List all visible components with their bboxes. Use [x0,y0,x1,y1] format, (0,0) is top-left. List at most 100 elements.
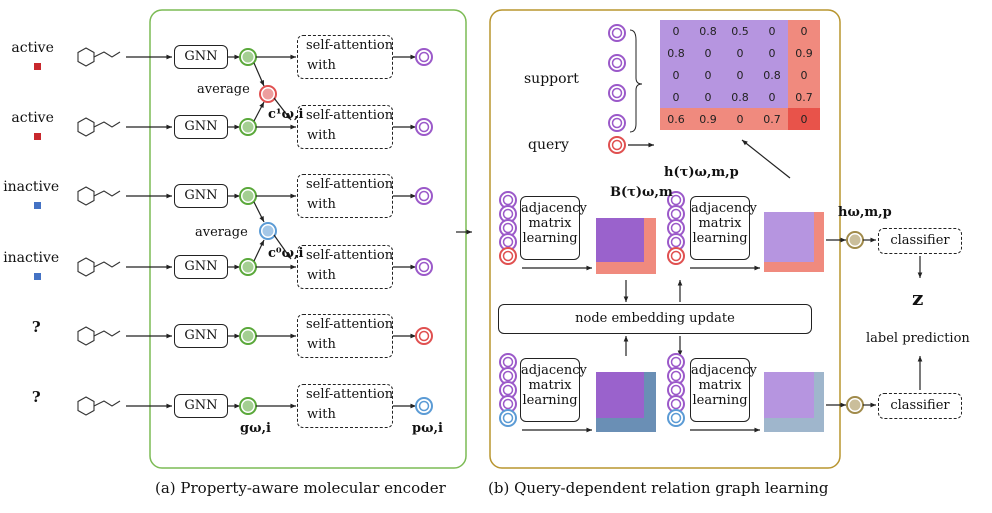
matrix-value: 0.8 [763,69,781,82]
arrow-head [234,124,240,130]
matrix-cell [788,64,820,86]
adjacency-matrix-lower-right-col [814,372,824,432]
matrix-cell [788,20,820,42]
lower-left-stack-node-inner [502,398,514,410]
matrix-cell [756,42,788,64]
self-attention-label: self-attention [306,108,394,123]
graph-embedding-node-inner [242,400,254,412]
matrix-cell [756,86,788,108]
arrow-head [917,272,923,278]
with-label: with [307,268,336,283]
adjacency-matrix-upper-right-row [764,262,824,272]
arrow-head [290,403,296,409]
output-embedding-node-inner [418,190,430,202]
query-embedding-node-lower-inner [849,399,861,411]
gnn-box-2: GNN [174,184,228,208]
matrix-value: 0.8 [699,25,717,38]
lower-left-stack-last-node-inner [502,412,514,424]
matrix-cell [692,86,724,108]
matrix-cell [692,42,724,64]
lower-right-stack-last-node-inner [670,412,682,424]
graph-embedding-node-inner [242,330,254,342]
graph-embedding-node-inner [242,190,254,202]
arrow-head [840,237,846,243]
matrix-value: 0.9 [699,113,717,126]
B-label: B(τ)ω,m [610,185,673,200]
self-attention-label: self-attention [306,177,394,192]
arrow-head [754,427,760,433]
matrix-value: 0 [769,91,776,104]
molecule-1 [77,117,121,137]
matrix-cell [788,108,820,130]
self-attention-label: self-attention [306,387,394,402]
adjacency-box-lower-right: adjacency matrix learning [690,358,757,422]
gnn-box-5: GNN [174,394,228,418]
arrow-head [285,114,291,120]
row-label-4: ? [31,318,41,336]
matrix-cell [756,108,788,130]
matrix-cell [756,20,788,42]
lower-right-stack-node-inner [670,356,682,368]
arrow-head [840,402,846,408]
support-node-inner [611,117,623,129]
with-label: with [307,407,336,422]
benzene-ring [77,326,95,346]
matrix-cell [724,64,756,86]
p-label: pω,i [412,421,443,436]
self-attention-box-1 [297,105,393,149]
upper-right-stack-last-node-inner [670,250,682,262]
matrix-value: 0.8 [667,47,685,60]
upper-left-stack-node-inner [502,208,514,220]
arrow-head [466,229,472,235]
benzene-ring [77,257,95,277]
average-node-active-inner [262,88,274,100]
lower-left-stack-node-inner [502,370,514,382]
molecule-0 [77,47,121,67]
upper-right-stack-node-inner [670,222,682,234]
lower-right-stack-node-inner [670,384,682,396]
self-attention-label: self-attention [306,38,394,53]
class-marker-3 [34,273,41,280]
adjacency-matrix-lower-left [596,372,644,418]
caption-relation: (b) Query-dependent relation graph learn… [488,479,829,497]
arrow-head [290,264,296,270]
class-marker-1 [34,133,41,140]
upper-right-stack-node-inner [670,236,682,248]
upper-left-stack-last-node-inner [502,250,514,262]
adjacency-matrix-upper-right-col [814,212,824,270]
arrow-head [166,54,172,60]
arrow-head [870,237,876,243]
matrix-value: 0 [737,47,744,60]
relation-panel-border [489,9,841,469]
arrow-head [290,193,296,199]
gnn-box-1: GNN [174,115,228,139]
gnn-box-0: GNN [174,45,228,69]
encoder-panel-border [149,9,467,469]
lower-right-stack-node-inner [670,370,682,382]
matrix-value: 0 [673,69,680,82]
arrow-to-matrix [741,139,791,179]
arrow-head [234,193,240,199]
molecule-bond [93,51,121,58]
node-embedding-update-box: node embedding update [498,304,812,334]
arrow-head [166,124,172,130]
matrix-cell [660,86,692,108]
c1-label: c¹ω,i [268,107,304,122]
h-tau-label: h(τ)ω,m,p [664,165,739,180]
arrow-head [166,193,172,199]
upper-right-stack-node-inner [670,208,682,220]
arrow-head [410,333,416,339]
benzene-ring [77,47,95,67]
benzene-ring [77,186,95,206]
matrix-value: 0.5 [731,25,749,38]
arrow-head [410,193,416,199]
matrix-value: 0 [705,69,712,82]
arrow-head [234,333,240,339]
molecule-bond [93,261,121,268]
benzene-ring [77,396,95,416]
arrow-head [234,403,240,409]
arrow-head [742,140,748,146]
average-label-1: average [197,82,250,97]
matrix-value: 0 [769,25,776,38]
